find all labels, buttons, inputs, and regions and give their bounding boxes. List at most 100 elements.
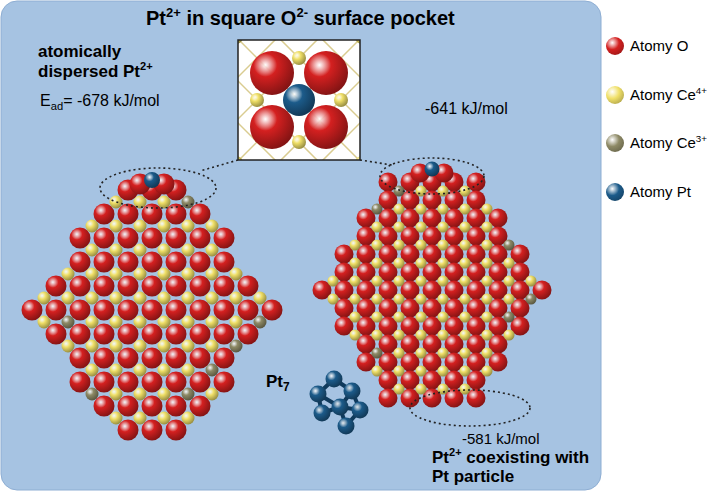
atom — [142, 204, 163, 225]
atom — [158, 316, 171, 329]
atom — [70, 300, 91, 321]
atom — [416, 204, 427, 215]
atom — [372, 204, 383, 215]
atom — [70, 324, 91, 345]
atom — [214, 252, 235, 273]
text-part: Pt — [266, 372, 283, 391]
atom — [438, 258, 449, 269]
atom — [94, 204, 115, 225]
atom — [142, 396, 163, 417]
text-part: Atomy O — [630, 37, 688, 54]
text-part: -641 kJ/mol — [425, 100, 508, 117]
legend-label: Atomy Ce3+ — [630, 134, 707, 151]
panel-background — [1, 1, 601, 490]
atom — [416, 294, 427, 305]
atom — [118, 276, 139, 297]
atom — [416, 312, 427, 323]
atom — [166, 348, 187, 369]
atom — [292, 51, 306, 65]
atom — [416, 222, 427, 233]
atom — [438, 222, 449, 233]
atom — [206, 340, 219, 353]
atom — [134, 412, 147, 425]
atom — [62, 316, 75, 329]
atom — [38, 292, 51, 305]
legend-label: Atomy Ce4+ — [630, 86, 707, 103]
atom — [482, 330, 493, 341]
text-part: Pt — [146, 7, 166, 29]
atom — [460, 330, 471, 341]
atom — [158, 340, 171, 353]
atom — [438, 330, 449, 341]
atom — [482, 258, 493, 269]
atom — [118, 372, 139, 393]
atom — [338, 418, 355, 435]
atom — [326, 371, 343, 388]
atom — [70, 276, 91, 297]
atom — [158, 220, 171, 233]
atom — [350, 276, 361, 287]
annotation: atomically dispersed Pt2+ — [38, 42, 188, 81]
atom — [182, 340, 195, 353]
atom — [438, 348, 449, 359]
atom — [292, 135, 306, 149]
atom — [504, 294, 515, 305]
atom — [482, 204, 493, 215]
text-part: 2- — [296, 5, 308, 20]
text-part: Atomy Pt — [630, 183, 691, 200]
atom — [350, 294, 361, 305]
atom — [86, 316, 99, 329]
atom — [372, 294, 383, 305]
atom — [190, 396, 211, 417]
atom — [190, 252, 211, 273]
atom — [142, 420, 163, 441]
lattice-line — [238, 40, 360, 160]
atom — [283, 84, 315, 116]
text-part: 2+ — [140, 60, 153, 72]
atom — [460, 204, 471, 215]
atom — [190, 324, 211, 345]
atom — [504, 330, 515, 341]
atom — [22, 300, 43, 321]
atom — [134, 244, 147, 257]
atom — [86, 340, 99, 353]
atom — [118, 348, 139, 369]
text-part: Pt — [432, 448, 449, 467]
atom — [214, 348, 235, 369]
atom — [482, 276, 493, 287]
atom — [166, 228, 187, 249]
atom — [166, 300, 187, 321]
legend-swatch — [606, 37, 624, 55]
surface-pocket-inset — [0, 0, 681, 230]
atom — [394, 204, 405, 215]
atom — [166, 276, 187, 297]
atom — [86, 364, 99, 377]
annotation: Pt7 — [266, 372, 290, 392]
atom — [46, 276, 67, 297]
atom — [438, 294, 449, 305]
atom — [438, 186, 449, 197]
atom — [372, 240, 383, 251]
atom — [182, 388, 195, 401]
atom — [214, 228, 235, 249]
atom — [328, 276, 339, 287]
atom — [438, 240, 449, 251]
legend-label: Atomy O — [630, 37, 688, 54]
atom — [206, 268, 219, 281]
text-part: 4+ — [696, 85, 707, 96]
atom — [416, 240, 427, 251]
text-part: in square O — [181, 7, 297, 29]
atom — [238, 276, 259, 297]
highlight-ellipse — [100, 168, 216, 208]
lattice-line — [238, 40, 360, 160]
atom — [142, 276, 163, 297]
inset-content — [238, 40, 360, 160]
ceria-cluster — [313, 162, 552, 408]
atom — [372, 312, 383, 323]
atom — [182, 364, 195, 377]
atom — [166, 252, 187, 273]
atom — [482, 312, 493, 323]
atom — [206, 388, 219, 401]
atom — [230, 268, 243, 281]
atom — [416, 366, 427, 377]
